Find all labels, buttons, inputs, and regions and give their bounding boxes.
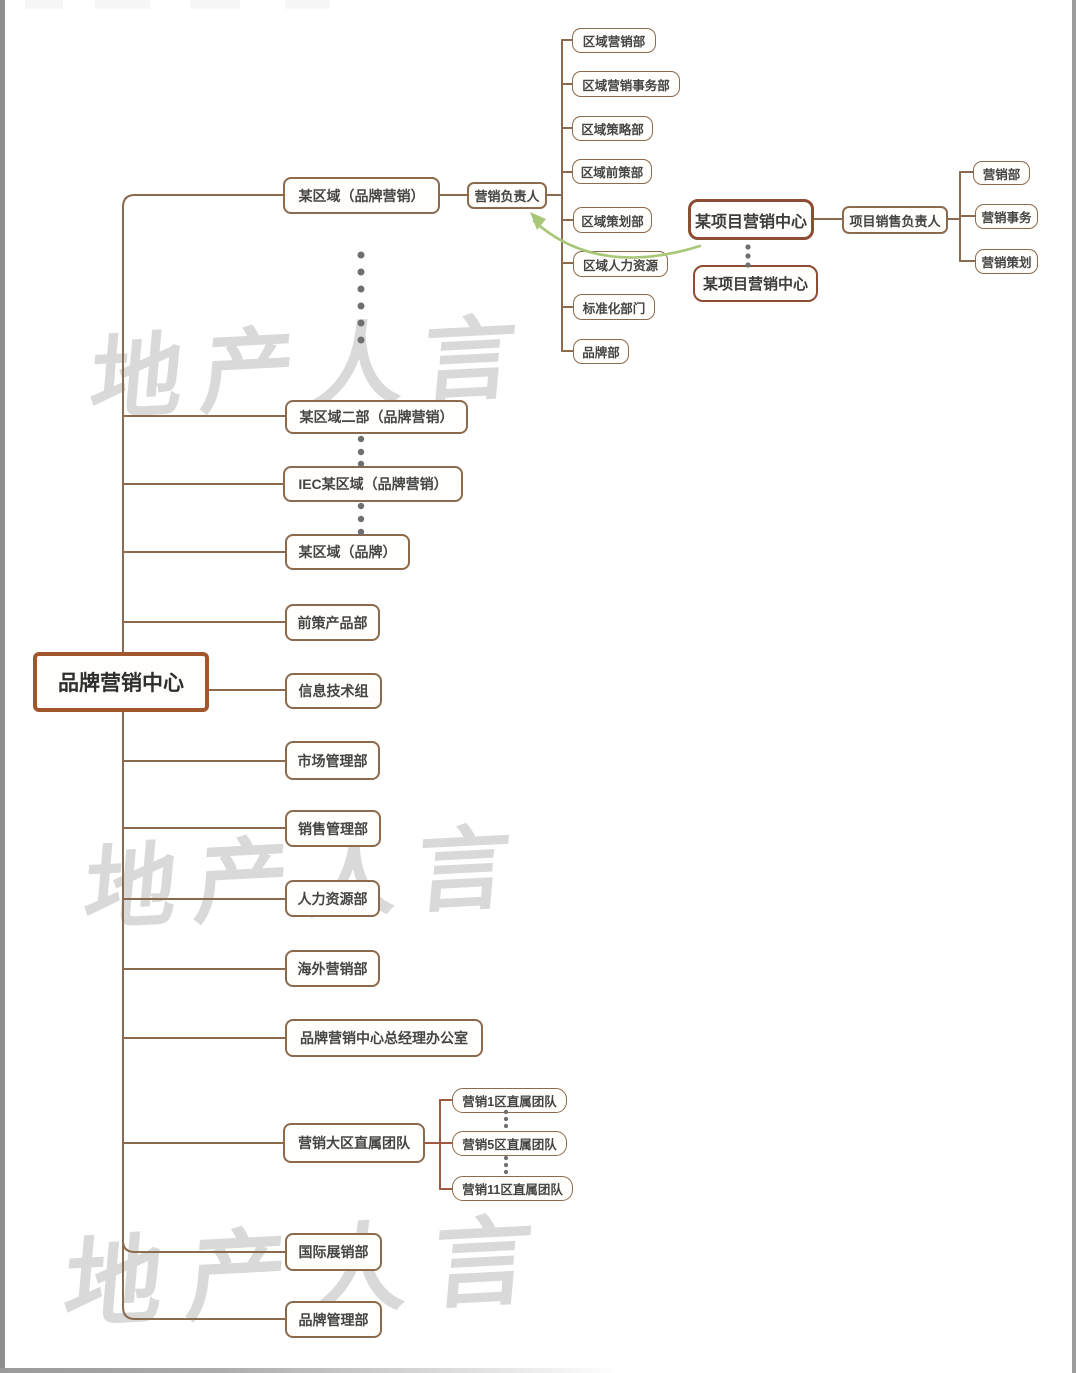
- node-intl-exhibition[interactable]: 国际展销部: [285, 1233, 382, 1271]
- node-project-marketing-center-2[interactable]: 某项目营销中心: [693, 265, 818, 302]
- node-region-dept2[interactable]: 某区域二部（品牌营销）: [285, 400, 468, 434]
- node-team-zone1[interactable]: 营销1区直属团队: [452, 1088, 567, 1113]
- node-it-group[interactable]: 信息技术组: [285, 673, 382, 709]
- scan-artifact: [95, 0, 150, 9]
- node-region-hr[interactable]: 区域人力资源: [573, 251, 668, 277]
- node-market-mgmt[interactable]: 市场管理部: [285, 741, 380, 780]
- node-brand-dept[interactable]: 品牌部: [573, 339, 629, 364]
- node-region-brand-marketing[interactable]: 某区域（品牌营销）: [283, 177, 440, 214]
- node-region-pre-planning[interactable]: 区域前策部: [572, 159, 652, 184]
- node-iec-region[interactable]: IEC某区域（品牌营销）: [283, 466, 463, 502]
- node-brand-mgmt[interactable]: 品牌管理部: [285, 1301, 382, 1338]
- node-overseas-marketing[interactable]: 海外营销部: [285, 950, 380, 987]
- node-region-strategy[interactable]: 区域策略部: [572, 116, 653, 141]
- node-team-zone11[interactable]: 营销11区直属团队: [452, 1176, 573, 1201]
- node-region-marketing-affairs[interactable]: 区域营销事务部: [572, 71, 680, 97]
- node-project-marketing-planning[interactable]: 营销策划: [975, 249, 1038, 274]
- node-standardization[interactable]: 标准化部门: [573, 294, 655, 320]
- node-pre-planning-product[interactable]: 前策产品部: [285, 604, 380, 641]
- scan-artifact: [25, 0, 63, 9]
- node-project-sales-head[interactable]: 项目销售负责人: [842, 206, 948, 234]
- scan-artifact: [190, 0, 240, 9]
- page-edge-right: [1072, 0, 1076, 1373]
- node-project-marketing-center-1[interactable]: 某项目营销中心: [688, 199, 814, 240]
- node-region-marketing-dept[interactable]: 区域营销部: [572, 28, 656, 53]
- node-project-marketing-dept[interactable]: 营销部: [973, 161, 1030, 185]
- node-brand-marketing-center[interactable]: 品牌营销中心: [33, 652, 209, 712]
- page-edge-left: [0, 0, 5, 1373]
- scan-artifact: [285, 0, 330, 9]
- node-sales-mgmt[interactable]: 销售管理部: [285, 810, 381, 847]
- page-edge-bottom: [0, 1368, 620, 1373]
- node-team-zone5[interactable]: 营销5区直属团队: [452, 1131, 567, 1156]
- node-project-marketing-affairs[interactable]: 营销事务: [975, 204, 1038, 229]
- node-hr-dept[interactable]: 人力资源部: [285, 880, 380, 917]
- node-region-brand[interactable]: 某区域（品牌）: [285, 534, 410, 570]
- node-region-teams[interactable]: 营销大区直属团队: [283, 1123, 425, 1163]
- node-region-marketing-head[interactable]: 营销负责人: [467, 182, 547, 209]
- node-region-planning[interactable]: 区域策划部: [573, 207, 652, 233]
- node-gm-office[interactable]: 品牌营销中心总经理办公室: [285, 1019, 483, 1057]
